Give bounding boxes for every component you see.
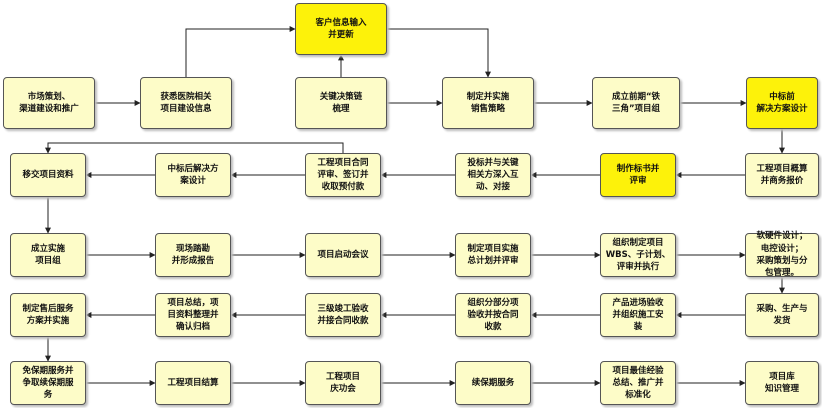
node-knowledge[interactable]: 项目库 知识管理 bbox=[745, 361, 819, 405]
node-post-bid-design[interactable]: 中标后解决方 案设计 bbox=[155, 153, 231, 197]
node-extended-service[interactable]: 续保期服务 bbox=[455, 361, 531, 405]
node-summary[interactable]: 项目总结，项 目资料整理并 确认归档 bbox=[155, 293, 231, 337]
node-celebration[interactable]: 工程项目 庆功会 bbox=[305, 361, 381, 405]
node-key-decision[interactable]: 关键决策链 梳理 bbox=[295, 77, 387, 129]
arrow-info-to-customer bbox=[185, 26, 296, 77]
node-market-planning[interactable]: 市场策划、 渠道建设和推广 bbox=[3, 77, 95, 129]
node-warranty-collect[interactable]: 免保期服务并 争取续保期服 务 bbox=[10, 361, 86, 405]
node-service-plan[interactable]: 制定售后服务 方案并实施 bbox=[10, 293, 86, 337]
node-purchase[interactable]: 采购、生产与 发货 bbox=[745, 293, 819, 337]
node-kickoff[interactable]: 项目启动会议 bbox=[305, 233, 381, 277]
node-customer-info[interactable]: 客户信息输入 并更新 bbox=[295, 3, 387, 55]
node-partial-accept[interactable]: 组织分部分项 验收并按合同 收款 bbox=[455, 293, 531, 337]
arrow-customer-to-strategy bbox=[387, 28, 491, 78]
node-wbs[interactable]: 组织制定项目 WBS、子计划、 评审并执行 bbox=[600, 233, 676, 277]
node-tertiary-accept[interactable]: 三级竣工验收 并接合同收款 bbox=[305, 293, 381, 337]
node-contract-review[interactable]: 工程项目合同 评审、签订并 收取预付款 bbox=[305, 153, 381, 197]
node-bid-explain[interactable]: 投标并与关键 相关方深入互 动、对接 bbox=[455, 153, 531, 197]
node-project-info[interactable]: 获悉医院相关 项目建设信息 bbox=[140, 77, 232, 129]
node-budget-business[interactable]: 工程项目概算 并商务报价 bbox=[745, 153, 819, 197]
node-final-settlement[interactable]: 工程项目结算 bbox=[155, 361, 231, 405]
flowchart-arrows bbox=[45, 26, 785, 386]
node-impl-team[interactable]: 成立实施 项目组 bbox=[10, 233, 86, 277]
node-pre-project-team[interactable]: 成立前期“铁 三角”项目组 bbox=[592, 77, 680, 129]
node-product-install[interactable]: 产品进场验收 并组织施工安 装 bbox=[600, 293, 676, 337]
node-deepen-design[interactable]: 软硬件设计； 电控设计； 采购策划与分 包管理。 bbox=[745, 231, 819, 278]
node-best-practice[interactable]: 项目最佳经验 总结、推广并 标准化 bbox=[600, 361, 676, 405]
arrow-contract-to-submit bbox=[45, 142, 344, 154]
node-site-survey[interactable]: 现场踏勘 并形成报告 bbox=[155, 233, 231, 277]
node-bid-doc-review[interactable]: 制作标书并 评审 bbox=[600, 153, 676, 197]
node-bid-solution[interactable]: 中标前 解决方案设计 bbox=[746, 77, 818, 129]
node-impl-plan[interactable]: 制定项目实施 总计划并评审 bbox=[455, 233, 531, 277]
node-sales-strategy[interactable]: 制定并实施 销售策略 bbox=[442, 77, 534, 129]
node-submit-data[interactable]: 移交项目资料 bbox=[10, 153, 86, 197]
